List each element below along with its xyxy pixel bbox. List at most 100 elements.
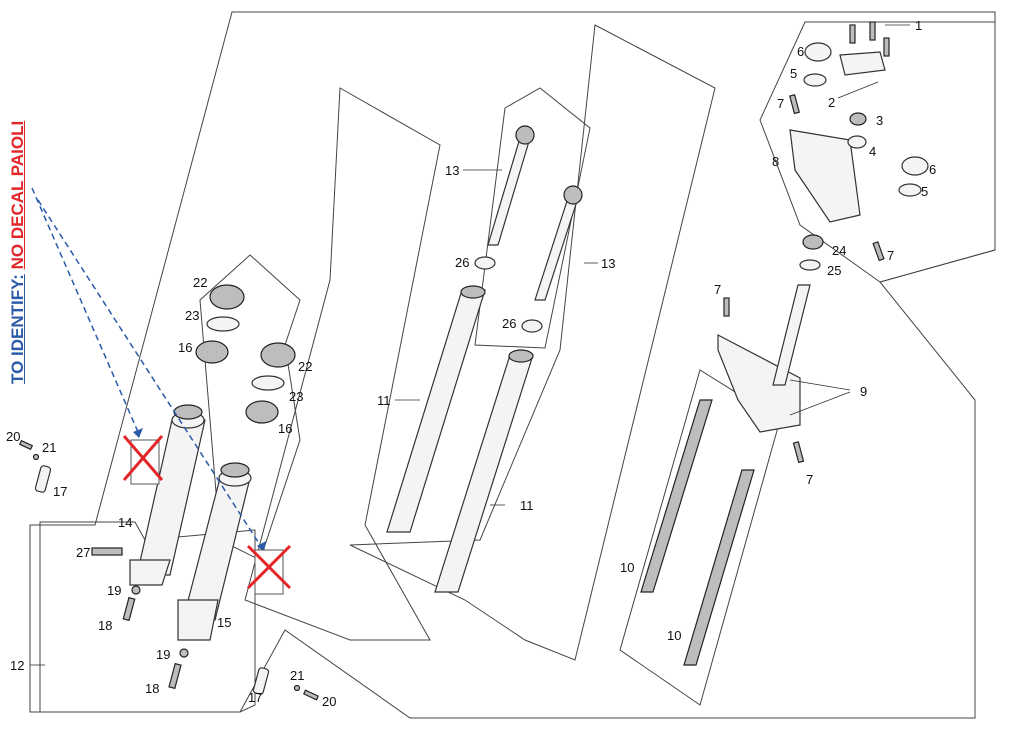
oring-21a — [32, 453, 40, 461]
callout-11b: 11 — [520, 498, 534, 513]
cartridge-13a-cap — [515, 125, 535, 145]
bolt-1c — [883, 37, 890, 57]
callout-20a: 20 — [6, 429, 20, 444]
ring-5b — [898, 183, 922, 197]
cartridge-13b — [534, 197, 579, 301]
bolt-7c — [723, 297, 730, 317]
dust-seal-22b — [260, 342, 296, 368]
ring-26a — [474, 256, 496, 270]
decal-crossed-left-icon — [122, 435, 164, 485]
washer-25 — [799, 259, 821, 271]
callout-8: 8 — [772, 154, 779, 169]
callout-17a: 17 — [53, 484, 67, 499]
arrowhead-right-icon — [257, 541, 266, 552]
callout-21a: 21 — [42, 440, 56, 455]
clip-23b — [251, 375, 285, 391]
spring-10b — [683, 469, 755, 666]
callout-25: 25 — [827, 263, 841, 278]
callout-1: 1 — [915, 18, 922, 33]
left-leg-foot — [129, 559, 171, 586]
callout-20b: 20 — [322, 694, 336, 709]
callout-18b: 18 — [145, 681, 159, 696]
steering-assembly — [717, 21, 929, 464]
bolt-1b — [869, 21, 876, 41]
bolt-7a — [789, 94, 800, 115]
ring-26b — [521, 319, 543, 333]
callout-7c: 7 — [714, 282, 721, 297]
callout-22a: 22 — [193, 275, 207, 290]
handlebar-clamp-2 — [839, 51, 886, 76]
callout-17b: 17 — [248, 690, 262, 705]
stanchions — [386, 256, 543, 593]
bushings — [195, 284, 296, 424]
stanchion-11a-top — [460, 285, 486, 299]
cartridges — [487, 125, 583, 301]
bolt-1a — [849, 24, 856, 44]
callout-7d: 7 — [806, 472, 813, 487]
oil-seal-16b — [245, 400, 279, 424]
washer-19b — [179, 648, 189, 658]
callout-10a: 10 — [620, 560, 634, 575]
spring-10a — [640, 399, 713, 593]
callout-18a: 18 — [98, 618, 112, 633]
plug-17a — [34, 465, 52, 493]
callout-13b: 13 — [601, 256, 615, 271]
right-leg-seal — [220, 462, 250, 478]
oring-21b — [293, 684, 301, 692]
callout-4: 4 — [869, 144, 876, 159]
pin-20b — [303, 689, 319, 701]
callout-23a: 23 — [185, 308, 199, 323]
bolt-7b — [872, 241, 885, 262]
callout-6a: 6 — [797, 44, 804, 59]
callout-23b: 23 — [289, 389, 303, 404]
callout-5a: 5 — [790, 66, 797, 81]
callout-21b: 21 — [290, 668, 304, 683]
panel-top-yoke — [759, 21, 996, 283]
callout-13a: 13 — [445, 163, 459, 178]
cap-6a — [804, 42, 832, 62]
nut-24 — [802, 234, 824, 250]
arrowhead-left-icon — [133, 428, 143, 438]
callout-labels: 1 2 3 4 5 5 6 6 7 7 7 7 8 9 10 10 11 11 … — [6, 18, 936, 709]
callout-11a: 11 — [377, 393, 391, 408]
callout-10b: 10 — [667, 628, 681, 643]
callout-19a: 19 — [107, 583, 121, 598]
washer-4 — [847, 135, 867, 149]
pin-20a — [18, 439, 34, 451]
decal-crossed-right-icon — [246, 544, 292, 595]
screw-18a — [122, 596, 136, 622]
panel-lower-legs — [39, 521, 256, 713]
callout-16b: 16 — [278, 421, 292, 436]
callout-26a: 26 — [455, 255, 469, 270]
callout-19b: 19 — [156, 647, 170, 662]
upper-yoke-8 — [789, 129, 861, 223]
right-leg-foot — [177, 599, 219, 641]
right-fork-leg — [177, 462, 252, 641]
callout-12: 12 — [10, 658, 24, 673]
panel-outer-tubes — [349, 24, 716, 661]
right-leg-tube — [182, 477, 251, 621]
springs — [640, 399, 755, 666]
callout-7b: 7 — [887, 248, 894, 263]
callout-26b: 26 — [502, 316, 516, 331]
clip-23a — [206, 316, 240, 332]
plug-17b — [252, 667, 270, 695]
small-hardware — [18, 439, 319, 701]
bolt-7d — [792, 441, 805, 464]
callout-22b: 22 — [298, 359, 312, 374]
cap-6b — [901, 156, 929, 176]
arrow-left-decal — [31, 187, 139, 433]
washer-19a — [131, 585, 141, 595]
steering-stem-9 — [772, 284, 811, 386]
callout-24: 24 — [832, 243, 846, 258]
cartridge-13b-cap — [563, 185, 583, 205]
lower-yoke-9 — [717, 334, 801, 433]
panel-cartridges — [474, 87, 591, 349]
left-fork-leg — [91, 404, 206, 586]
screw-18b — [168, 662, 182, 690]
left-leg-seal — [173, 404, 203, 420]
stanchion-11b-top — [508, 349, 534, 363]
ring-5a — [803, 73, 827, 87]
callout-15: 15 — [217, 615, 231, 630]
